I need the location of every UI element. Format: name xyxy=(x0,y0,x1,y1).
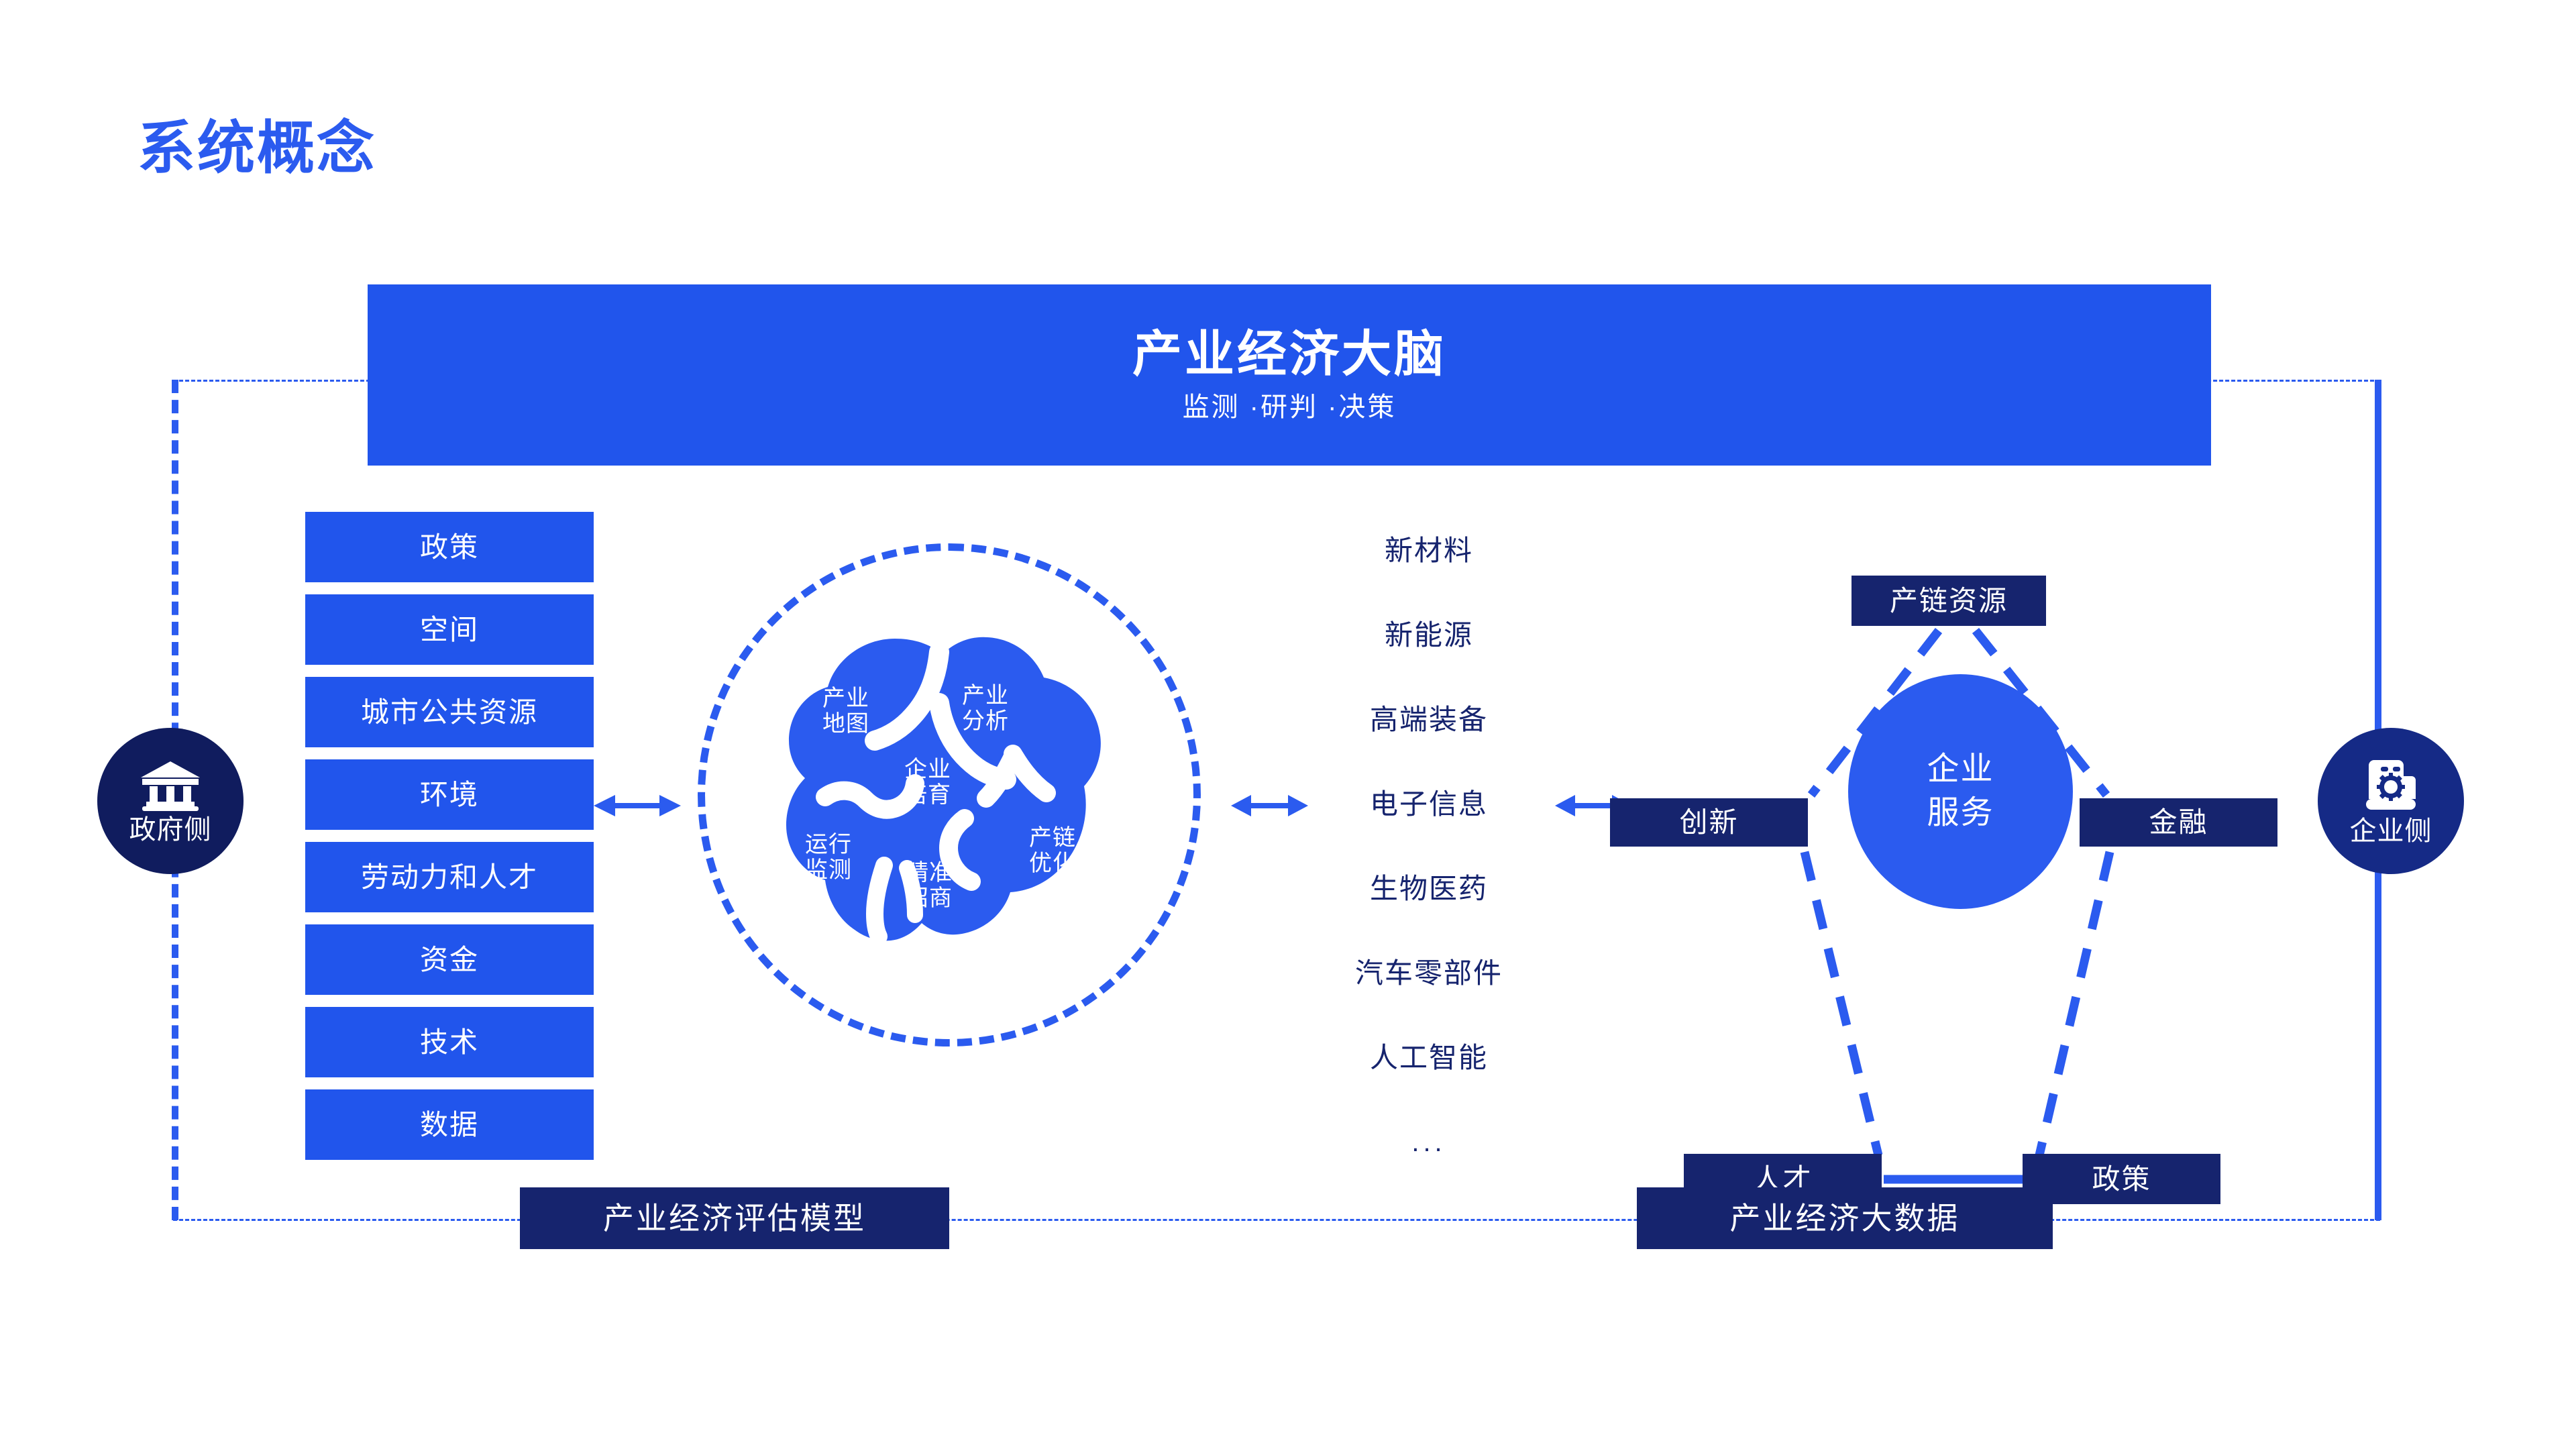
brain-label-industry-map: 产业 地图 xyxy=(822,686,869,737)
enterprise-service-cluster: 企业 服务 产链资源 创新 金融 人才 政策 xyxy=(1610,570,2288,1204)
bottom-tag-big-data[interactable]: 产业经济大数据 xyxy=(1637,1187,2053,1249)
resource-label: 政策 xyxy=(419,531,479,563)
arrow-brain-industries xyxy=(1231,788,1308,826)
resource-item-capital[interactable]: 资金 xyxy=(305,924,594,995)
industry-sector-list: 新材料 新能源 高端装备 电子信息 生物医药 汽车零部件 人工智能 ... xyxy=(1311,530,1546,1163)
bottom-tag-evaluation-model[interactable]: 产业经济评估模型 xyxy=(520,1187,949,1249)
brain-label-operation-monitoring: 运行 监测 xyxy=(805,832,852,883)
industry-item-biomedicine: 生物医药 xyxy=(1369,873,1488,904)
resource-label: 技术 xyxy=(419,1026,479,1058)
resource-label: 城市公共资源 xyxy=(360,696,538,728)
banner-subtitle: 监测 ·研判 ·决策 xyxy=(1182,392,1397,422)
brain-dashed-ring xyxy=(698,543,1201,1046)
cluster-node-label: 政策 xyxy=(2092,1163,2151,1195)
service-center-line1: 企业 xyxy=(1927,751,1994,788)
resource-label: 数据 xyxy=(419,1108,479,1140)
resource-item-data[interactable]: 数据 xyxy=(305,1089,594,1160)
industry-item-artificial-intelligence: 人工智能 xyxy=(1369,1042,1488,1073)
banner-title: 产业经济大脑 xyxy=(1132,326,1446,382)
industry-item-more: ... xyxy=(1411,1128,1446,1157)
resource-label: 空间 xyxy=(419,613,479,645)
resource-label: 劳动力和人才 xyxy=(360,861,538,893)
government-side-label: 政府侧 xyxy=(129,815,212,845)
service-center-line2: 服务 xyxy=(1927,795,1994,830)
frame-bottom-border xyxy=(173,1219,2380,1221)
cluster-node-policy[interactable]: 政策 xyxy=(2023,1154,2220,1204)
industry-item-electronic-information: 电子信息 xyxy=(1369,788,1488,820)
enterprise-side-node[interactable]: 企业侧 xyxy=(2318,728,2464,874)
bottom-tag-label: 产业经济评估模型 xyxy=(603,1201,866,1236)
factory-gear-icon xyxy=(2361,757,2421,812)
arrow-resources-brain xyxy=(594,788,681,826)
cluster-node-label: 产链资源 xyxy=(1889,584,2008,616)
industry-item-new-materials: 新材料 xyxy=(1384,535,1473,566)
bottom-tag-label: 产业经济大数据 xyxy=(1729,1201,1960,1236)
resource-item-policy[interactable]: 政策 xyxy=(305,512,594,582)
enterprise-service-center[interactable]: 企业 服务 xyxy=(1848,674,2073,909)
cluster-node-innovation[interactable]: 创新 xyxy=(1610,798,1808,847)
resource-label: 环境 xyxy=(419,778,479,810)
cluster-node-finance[interactable]: 金融 xyxy=(2080,798,2277,847)
brain-label-enterprise-cultivation: 企业 培育 xyxy=(904,757,951,808)
brain-label-chain-optimization: 产链 优化 xyxy=(1029,825,1076,877)
resource-item-environment[interactable]: 环境 xyxy=(305,759,594,830)
government-resource-list: 政策 空间 城市公共资源 环境 劳动力和人才 资金 技术 数据 xyxy=(305,512,594,1172)
resource-label: 资金 xyxy=(419,943,479,975)
resource-item-technology[interactable]: 技术 xyxy=(305,1007,594,1077)
industry-item-auto-parts: 汽车零部件 xyxy=(1354,957,1503,989)
cluster-node-label: 金融 xyxy=(2149,806,2208,838)
brain-label-precise-investment: 精准 招商 xyxy=(906,860,953,912)
page-title: 系统概念 xyxy=(138,116,376,180)
header-banner: 产业经济大脑 监测 ·研判 ·决策 xyxy=(368,284,2211,466)
bank-icon xyxy=(140,759,201,811)
resource-item-space[interactable]: 空间 xyxy=(305,594,594,665)
industry-item-high-end-equipment: 高端装备 xyxy=(1369,704,1488,735)
resource-item-public-resources[interactable]: 城市公共资源 xyxy=(305,677,594,747)
cluster-node-chain-resources[interactable]: 产链资源 xyxy=(1851,576,2046,626)
resource-item-labor-talent[interactable]: 劳动力和人才 xyxy=(305,842,594,912)
brain-label-industry-analysis: 产业 分析 xyxy=(962,683,1009,735)
industry-item-new-energy: 新能源 xyxy=(1384,619,1473,651)
industry-brain-group: 产业 地图 产业 分析 企业 培育 运行 监测 精准 招商 产链 优化 xyxy=(678,530,1228,1080)
cluster-node-label: 创新 xyxy=(1679,806,1739,838)
government-side-node[interactable]: 政府侧 xyxy=(97,728,244,874)
enterprise-side-label: 企业侧 xyxy=(2349,816,2432,846)
brain-shape-icon xyxy=(763,629,1139,948)
